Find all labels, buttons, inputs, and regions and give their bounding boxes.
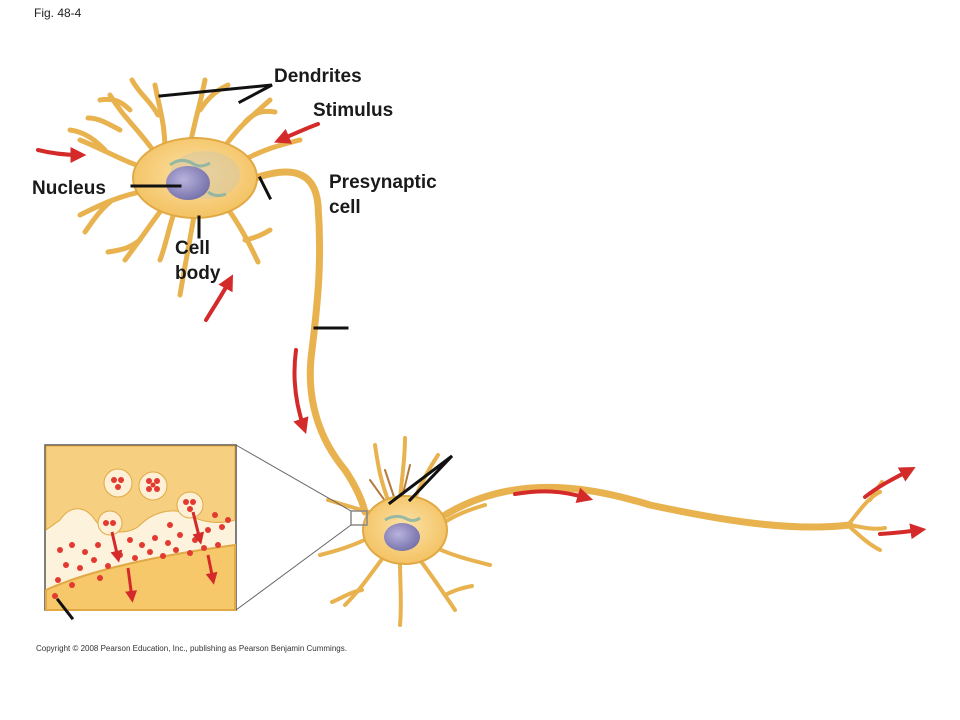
label-cell-body-line2: body: [175, 263, 221, 284]
synapse-inset: [44, 444, 237, 611]
neurotransmitter-molecules: [52, 477, 231, 599]
presynaptic-cell-body: [132, 137, 258, 219]
copyright-text: Copyright © 2008 Pearson Education, Inc.…: [36, 644, 347, 653]
axon-terminals: [846, 480, 887, 552]
axon-signal-arrow: [292, 348, 309, 435]
postsynaptic-axon-arrow: [513, 487, 594, 503]
postsynaptic-nucleus: [384, 523, 420, 551]
terminal-arrow-lower: [878, 523, 927, 540]
stimulus-arrow-left: [36, 146, 87, 163]
presynaptic-axon: [246, 168, 369, 516]
leader-lines: [55, 83, 454, 621]
label-stimulus: Stimulus: [313, 100, 394, 121]
label-presynaptic-line1: Presynaptic: [329, 172, 437, 193]
label-nucleus: Nucleus: [32, 178, 106, 199]
synaptic-cleft-leader: [55, 597, 75, 621]
stimulus-arrow-bottom: [204, 274, 234, 322]
dendrites-leader: [158, 83, 273, 105]
label-presynaptic-line2: cell: [329, 197, 361, 218]
postsynaptic-axon: [441, 483, 854, 531]
figure-number: Fig. 48-4: [34, 6, 82, 20]
label-cell-body-line1: Cell: [175, 238, 210, 259]
postsynaptic-membrane: [45, 543, 236, 611]
presynaptic-leader: [257, 175, 273, 201]
synaptic-vesicles: [97, 468, 204, 536]
zoom-line-bottom: [235, 524, 352, 611]
stimulus-arrow-right: [274, 122, 320, 144]
zoom-line-top: [235, 444, 352, 512]
terminal-arrow-upper: [863, 466, 916, 499]
postsynaptic-leader: [387, 454, 454, 506]
inset-diffusion-arrows: [110, 511, 218, 603]
signal-arrows: [36, 122, 927, 540]
presynaptic-nucleus: [166, 166, 210, 200]
label-dendrites: Dendrites: [274, 66, 362, 87]
synapse-highlight-box: [350, 510, 368, 526]
postsynaptic-cell-body: [362, 495, 448, 565]
